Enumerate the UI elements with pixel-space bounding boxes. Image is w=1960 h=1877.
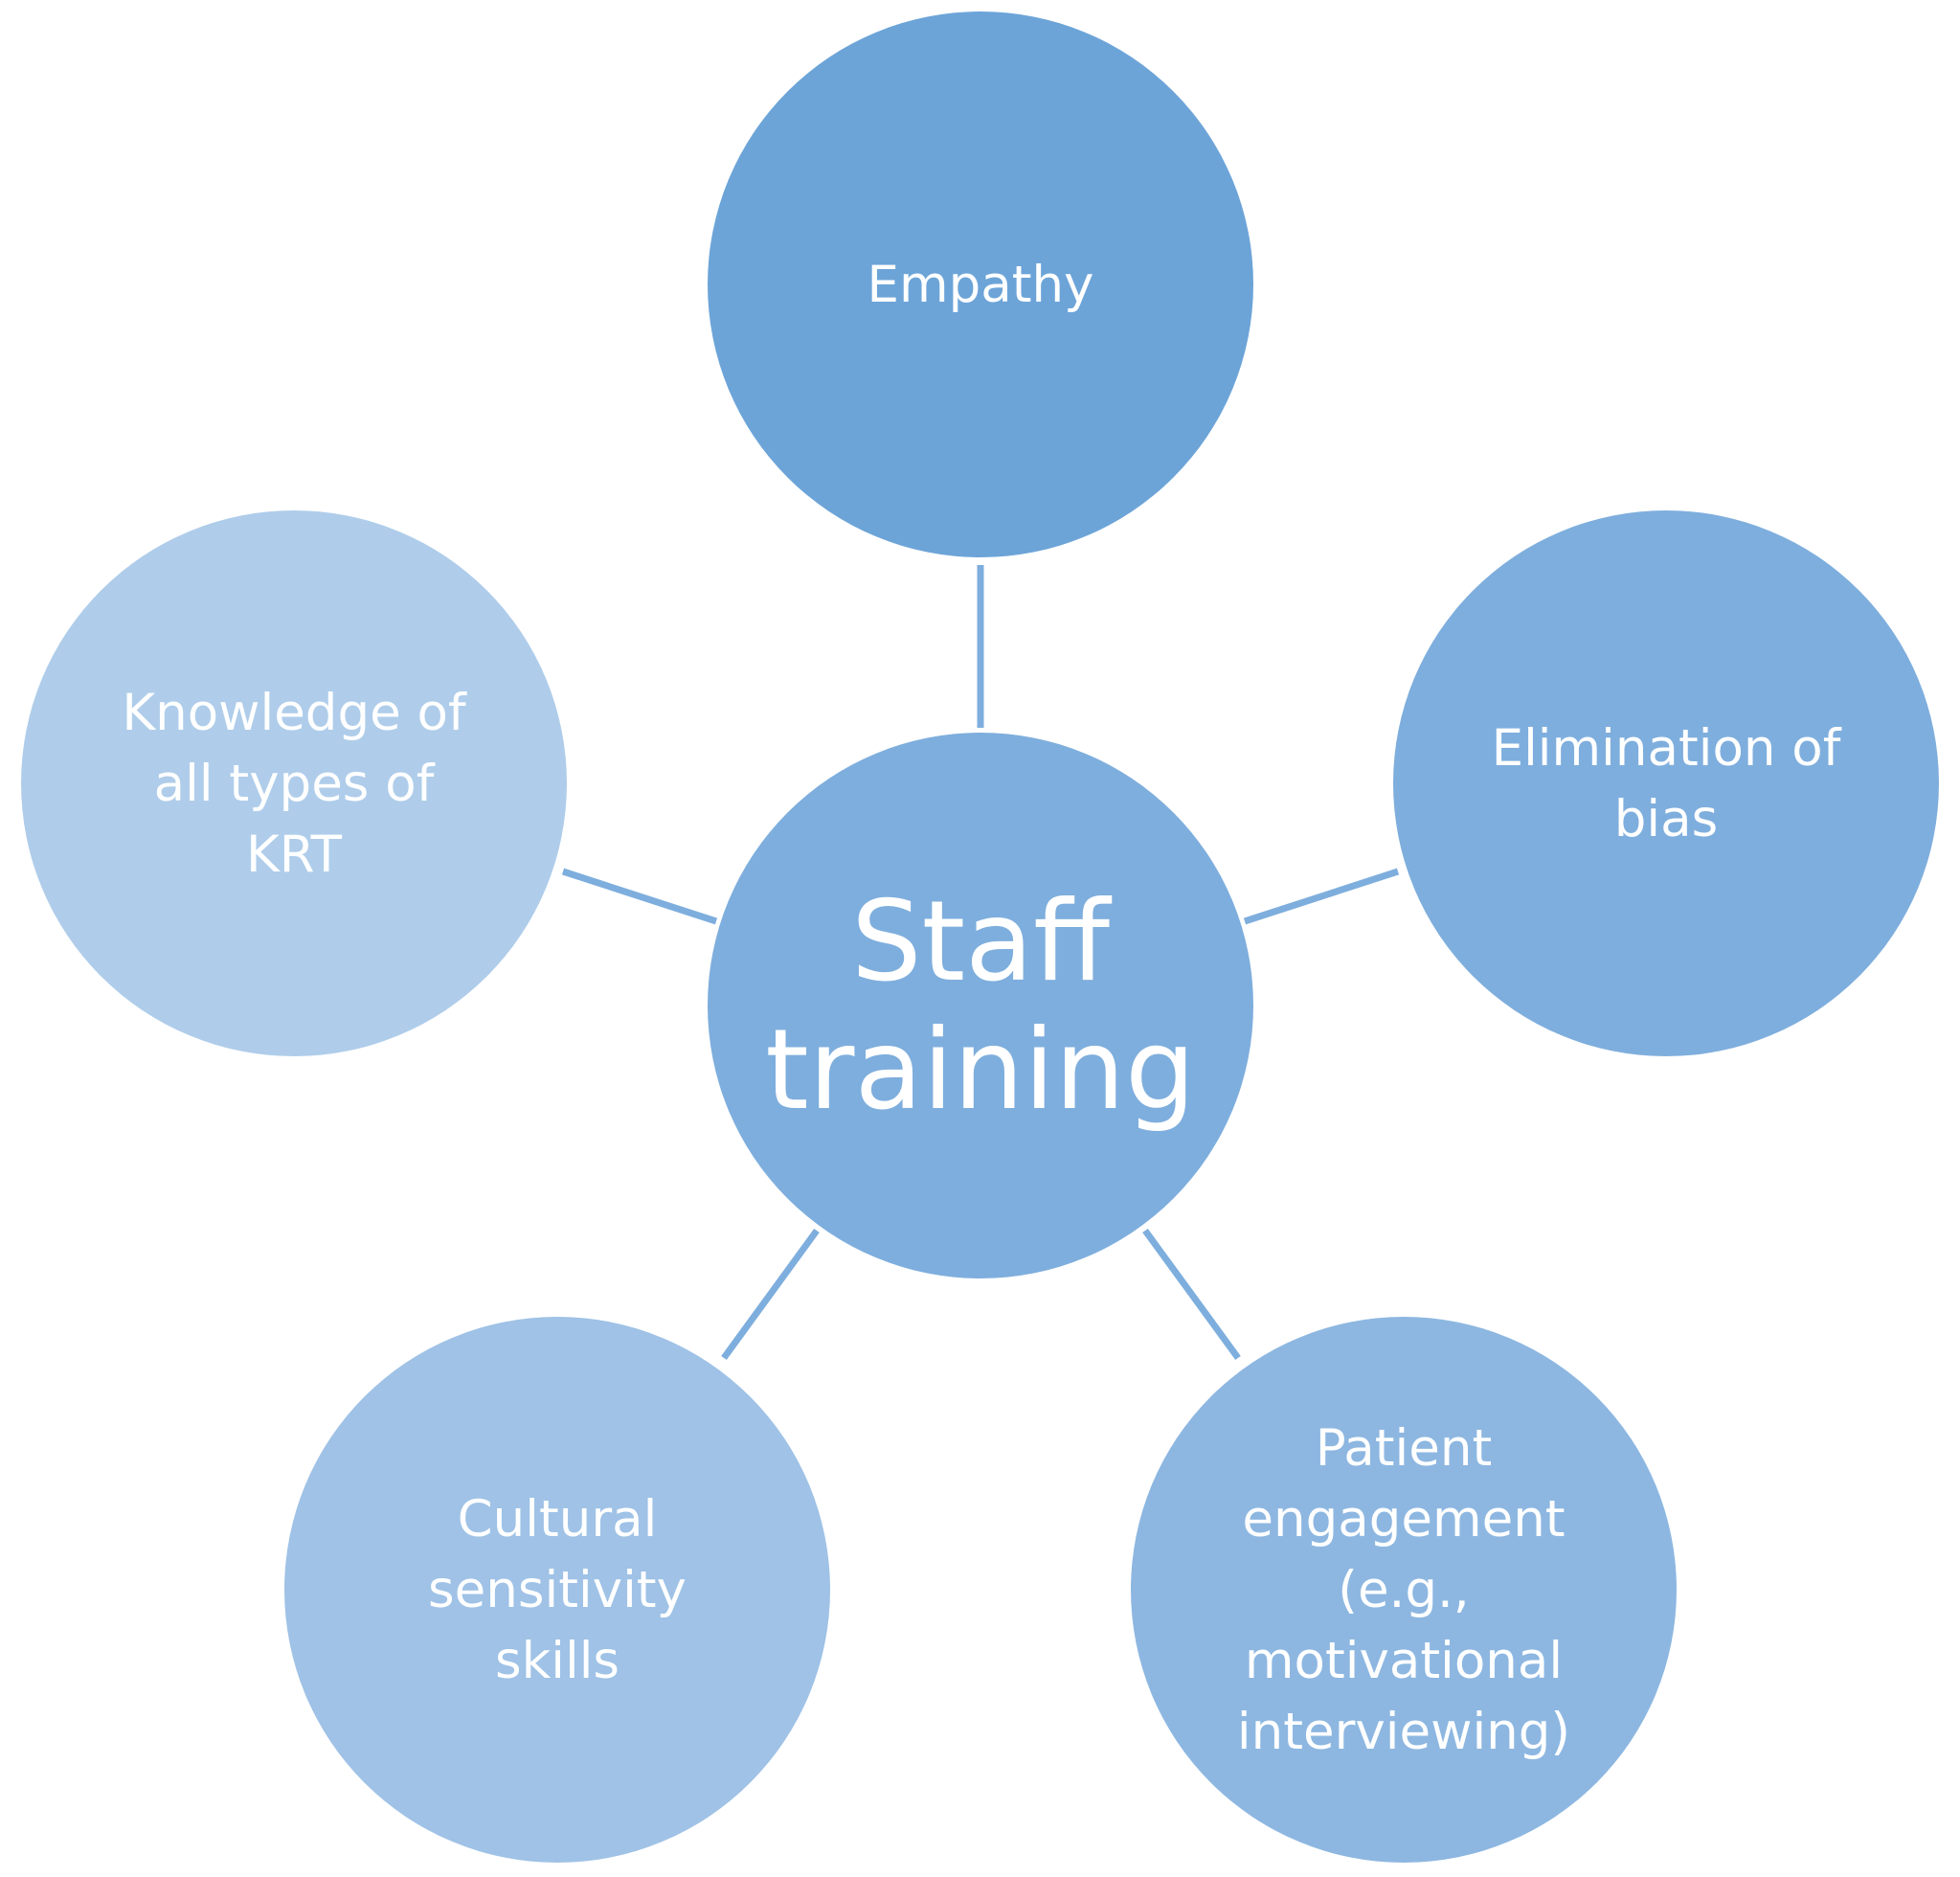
- knowledge-krt-circle: [21, 510, 567, 1056]
- empathy-label: Empathy: [867, 256, 1094, 314]
- cultural-sensitivity-label: Cultural sensitivity skills: [428, 1490, 687, 1690]
- empathy-label-line: Empathy: [867, 256, 1094, 314]
- knowledge-krt-label-line: all types of: [154, 755, 436, 813]
- patient-engagement-label-line: engagement: [1242, 1490, 1565, 1549]
- connector-elimination-of-bias: [1243, 868, 1400, 925]
- connector-knowledge-krt: [561, 868, 718, 925]
- knowledge-krt-label: Knowledge of all types of KRT: [122, 684, 467, 884]
- elimination-of-bias-node: Elimination of bias: [1393, 510, 1939, 1056]
- staff-training-label-line: Staff: [851, 877, 1113, 1006]
- elimination-of-bias-circle: [1393, 510, 1939, 1056]
- connector-cultural-sensitivity: [721, 1228, 820, 1361]
- knowledge-krt-node: Knowledge of all types of KRT: [21, 510, 567, 1056]
- empathy-node: Empathy: [708, 11, 1253, 557]
- cultural-sensitivity-circle: [284, 1317, 830, 1863]
- elimination-of-bias-label: Elimination of bias: [1492, 719, 1842, 848]
- patient-engagement-label-line: motivational: [1245, 1632, 1563, 1690]
- cultural-sensitivity-label-line: sensitivity: [428, 1561, 687, 1619]
- patient-engagement-node: Patient engagement (e.g., motivational inter…: [1131, 1317, 1677, 1863]
- cultural-sensitivity-label-line: skills: [495, 1632, 620, 1690]
- cultural-sensitivity-node: Cultural sensitivity skills: [284, 1317, 830, 1863]
- patient-engagement-label-line: Patient: [1316, 1419, 1493, 1478]
- cultural-sensitivity-label-line: Cultural: [458, 1490, 658, 1549]
- patient-engagement-circle: [1131, 1317, 1677, 1863]
- connector-patient-engagement: [1142, 1228, 1241, 1361]
- elimination-of-bias-label-line: bias: [1614, 790, 1718, 848]
- patient-engagement-label: Patient engagement (e.g., motivational inter…: [1237, 1419, 1570, 1761]
- elimination-of-bias-label-line: Elimination of: [1492, 719, 1842, 778]
- knowledge-krt-label-line: KRT: [246, 825, 343, 884]
- connectors: [561, 565, 1400, 1361]
- patient-engagement-label-line: (e.g.,: [1338, 1561, 1469, 1619]
- patient-engagement-label-line: interviewing): [1237, 1703, 1570, 1761]
- staff-training-label-line: training: [765, 1006, 1195, 1135]
- knowledge-krt-label-line: Knowledge of: [122, 684, 467, 742]
- empathy-circle: [708, 11, 1253, 557]
- staff-training-circle: [708, 733, 1253, 1278]
